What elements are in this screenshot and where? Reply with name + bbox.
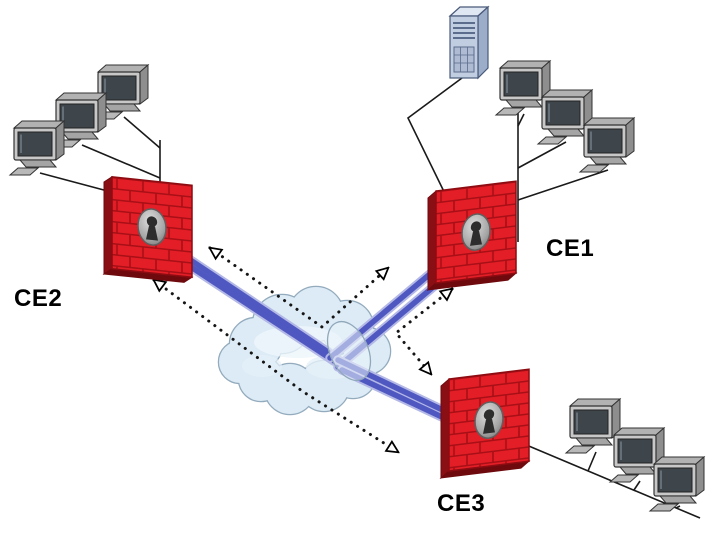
- workstation-icon: [9, 120, 65, 176]
- lan-link-line: [633, 480, 641, 491]
- firewall-ce3: [440, 368, 530, 479]
- label-ce1: CE1: [546, 235, 594, 262]
- traffic-flows: [154, 246, 452, 454]
- lan-link-line: [675, 505, 681, 509]
- lan-link-line: [406, 77, 463, 209]
- server-icon: [449, 6, 489, 79]
- traffic-flow-ce1-ce3: [393, 289, 452, 374]
- lan-link-line: [517, 141, 567, 169]
- ce3-workstations: [565, 398, 705, 512]
- lan-link-line: [587, 451, 597, 472]
- lan-link-line: [517, 169, 609, 201]
- label-ce2: CE2: [14, 285, 62, 312]
- workstation-icon: [649, 456, 705, 512]
- firewall-ce1: [427, 180, 517, 291]
- lan-link-line: [81, 144, 161, 179]
- lan-link-line: [123, 116, 161, 149]
- traffic-flow-ce2-ce3: [154, 280, 398, 454]
- ce1-devices: [449, 6, 635, 173]
- workstation-icon: [579, 117, 635, 173]
- label-ce3: CE3: [437, 490, 485, 517]
- lan-link-line: [517, 113, 525, 127]
- firewall-ce2: [103, 175, 193, 285]
- workstation-icon: [565, 398, 621, 454]
